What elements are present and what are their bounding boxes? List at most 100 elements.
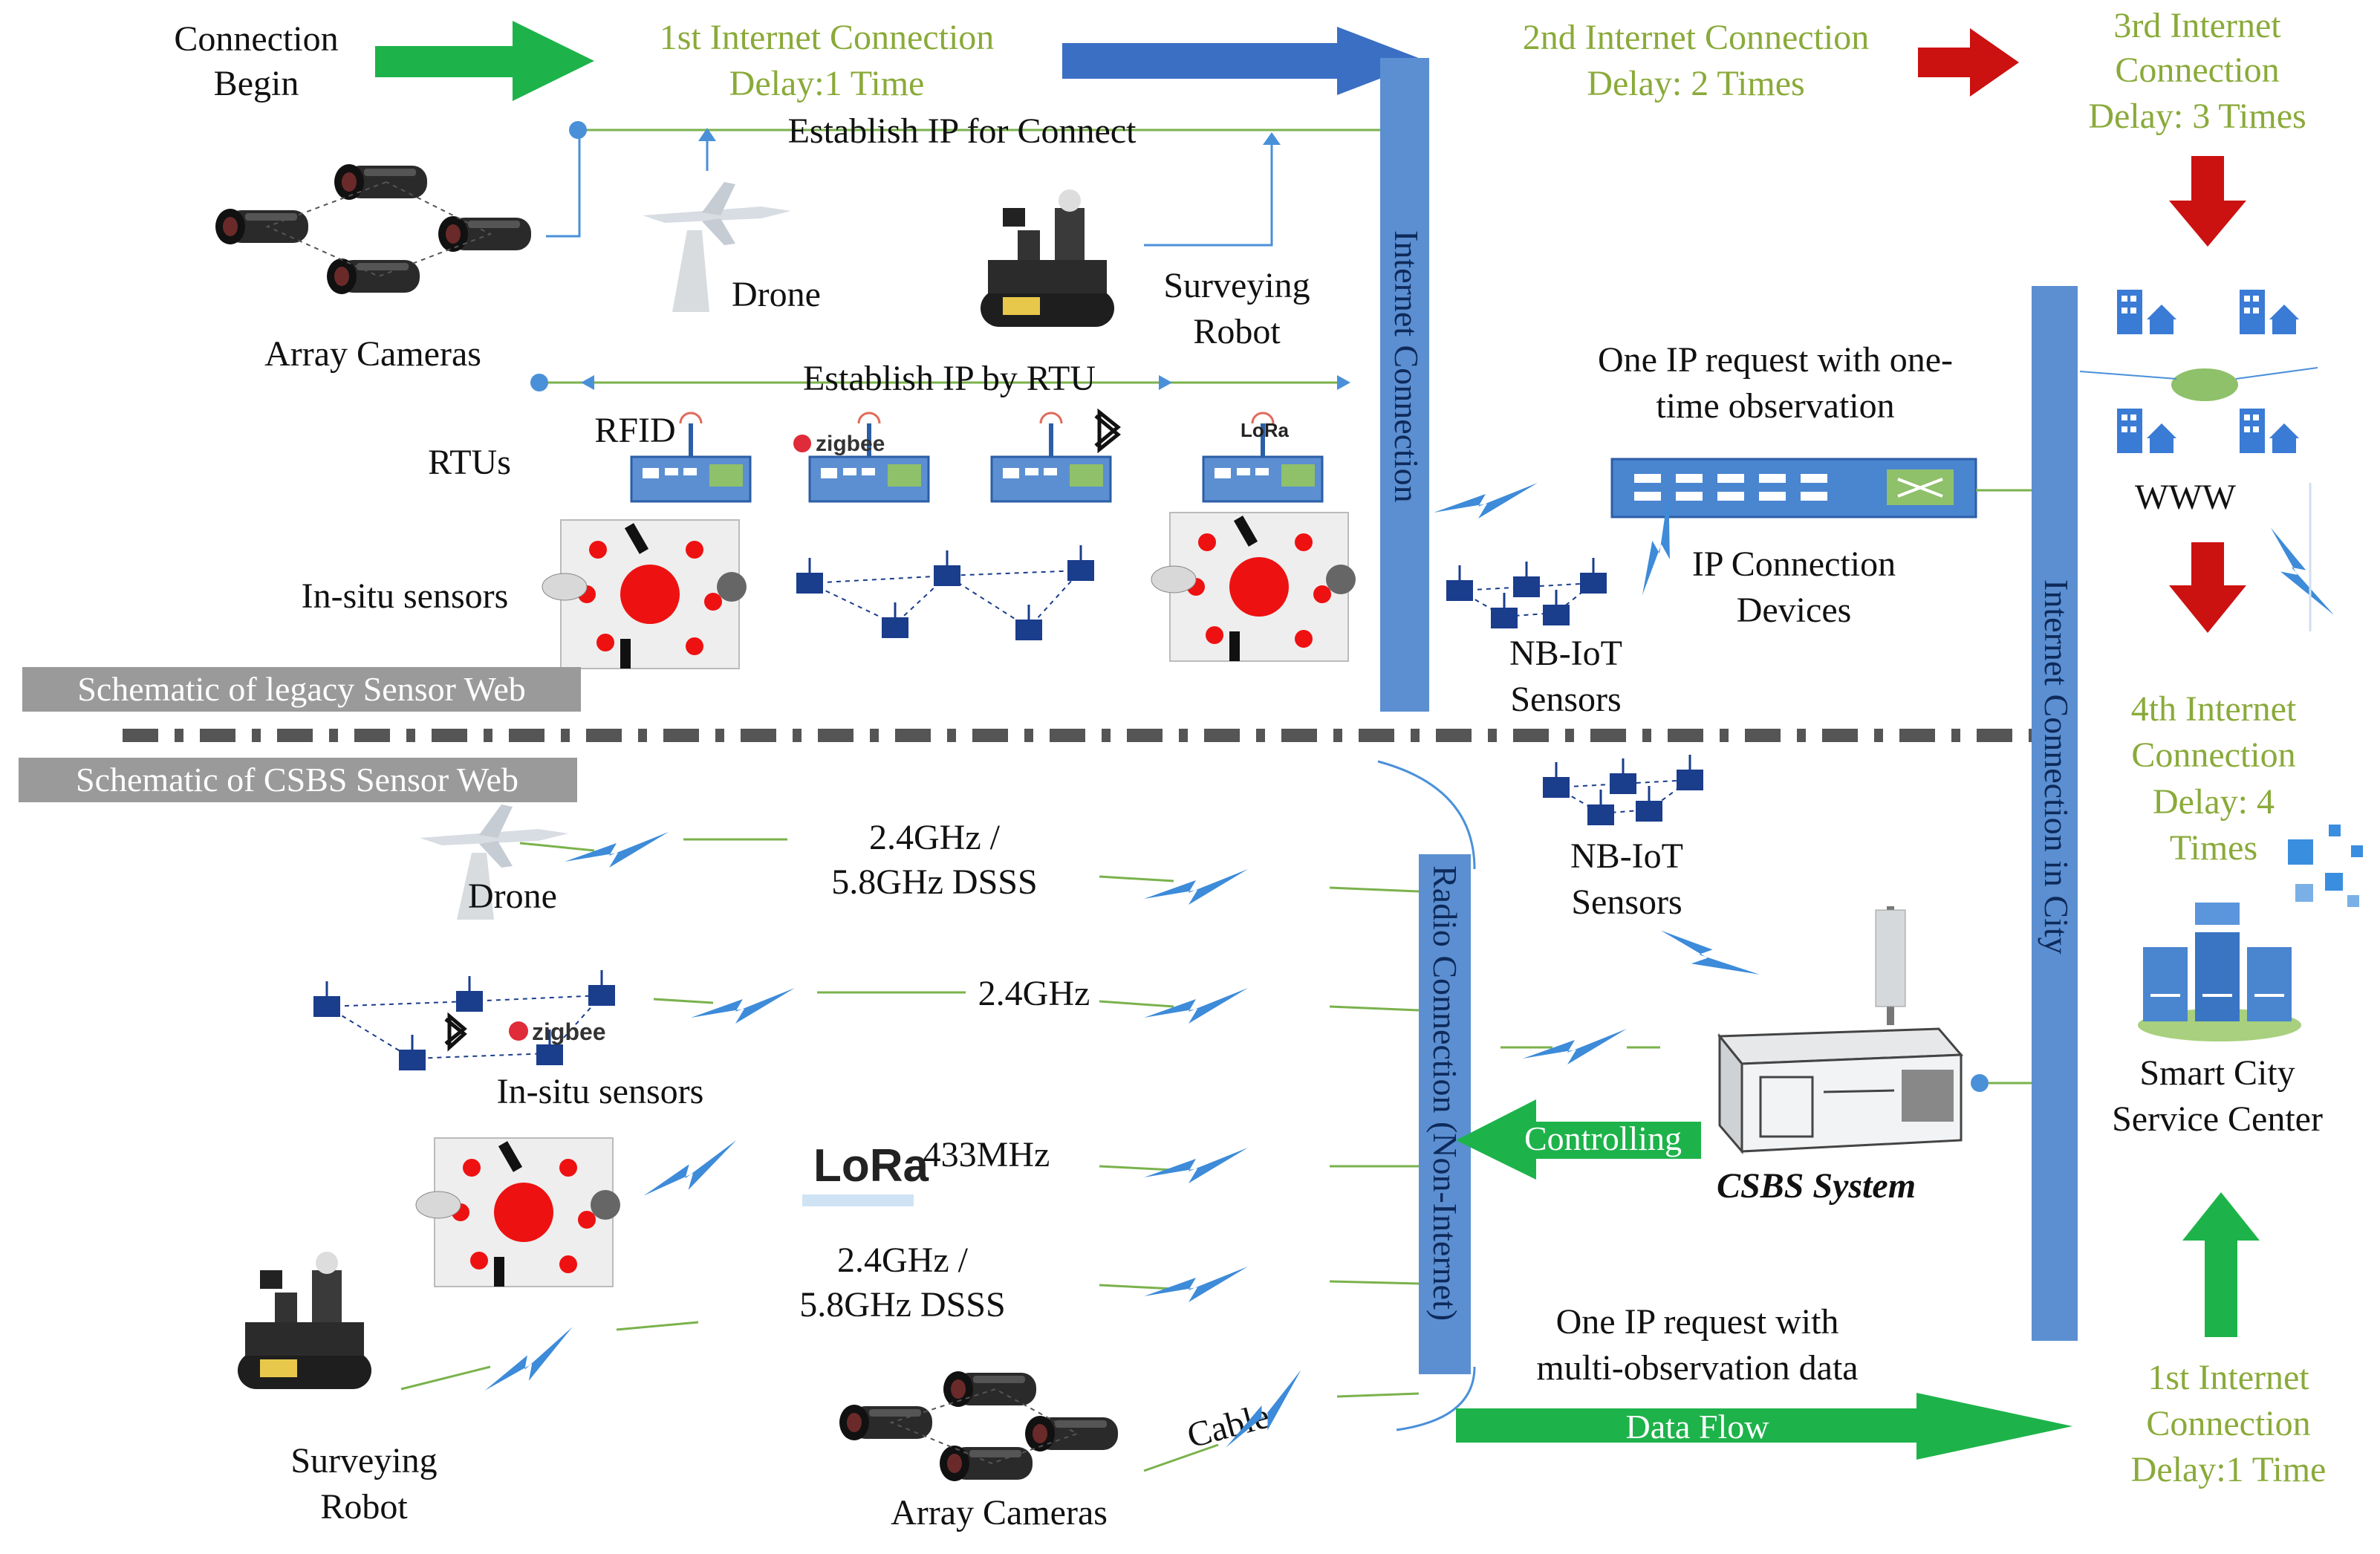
nbiot-sensor-network	[1541, 753, 1705, 827]
dsss-2-label: 5.8GHz DSSS	[799, 1285, 1005, 1324]
array-cameras-icon	[215, 164, 531, 294]
insitu-sensors-label: In-situ sensors	[497, 1072, 704, 1111]
lora-logo: LoRa	[802, 1140, 929, 1206]
second-connection-label: 2nd Internet Connection	[1523, 18, 1870, 57]
surveying-robot-label: Surveying	[290, 1441, 437, 1480]
lightning-icon	[1144, 1267, 1248, 1302]
legacy-banner	[22, 667, 581, 712]
fourth-connection-delay: Times	[2170, 828, 2257, 868]
rtu-icon	[810, 413, 929, 501]
green-arrow-up	[2182, 1192, 2260, 1337]
ip-connection-devices-label: IP Connection	[1692, 544, 1896, 584]
mhz433-label: 433MHz	[923, 1135, 1050, 1174]
surveying-robot-label: Robot	[320, 1487, 408, 1527]
radio-connection-label: Radio Connection (Non-Internet)	[1426, 865, 1464, 1321]
wireless-node-network	[795, 544, 1096, 642]
nbiot-sensors-label: Sensors	[1571, 882, 1682, 922]
sensor-cluster-icon	[1151, 512, 1356, 662]
ghz24-label: 2.4GHz	[978, 974, 1090, 1013]
data-flow-arrow	[1456, 1393, 2072, 1460]
www-label: WWW	[2135, 478, 2237, 517]
drone-icon	[420, 804, 568, 920]
internet-connection-label: Internet Connection	[1388, 230, 1425, 503]
lightning-icon	[1144, 869, 1248, 905]
internet-city-label: Internet Connection in City	[2038, 579, 2075, 955]
smart-city-label: Smart City	[2139, 1053, 2295, 1093]
connection-begin-label: Begin	[214, 64, 299, 103]
svg-text:zigbee: zigbee	[532, 1018, 606, 1045]
third-connection-delay: Delay: 3 Times	[2088, 97, 2306, 136]
legacy-sensor-web-label: Schematic of legacy Sensor Web	[77, 670, 525, 708]
fourth-connection-label: 4th Internet	[2131, 689, 2297, 729]
radio-connection-bar	[1419, 854, 1471, 1374]
red-arrow-down-2	[2169, 542, 2246, 633]
ip-connection-device-icon	[1610, 458, 1977, 518]
controlling-arrow	[1456, 1099, 1701, 1180]
first-connection-delay: Delay:1 Time	[729, 64, 925, 103]
lightning-icon	[2265, 517, 2335, 628]
connection-begin-label: Connection	[174, 19, 338, 59]
ip-connection-devices-label: Devices	[1737, 591, 1852, 630]
rtus-label: RTUs	[428, 443, 511, 482]
dsss-2-label: 2.4GHz /	[837, 1241, 969, 1280]
lightning-icon	[474, 1327, 585, 1397]
surveying-robot-icon	[981, 189, 1114, 327]
nbiot-sensors-label: NB-IoT	[1509, 634, 1622, 673]
establish-ip-connect-label: Establish IP for Connect	[788, 111, 1137, 151]
red-arrow-right	[1918, 28, 2019, 97]
csbs-banner	[19, 758, 577, 802]
one-ip-request-label: time observation	[1656, 386, 1894, 426]
first-connection-bottom-delay: Delay:1 Time	[2131, 1450, 2327, 1489]
drone-icon	[643, 182, 791, 312]
sensor-cluster-icon	[542, 519, 747, 669]
www-icon	[2079, 290, 2318, 453]
array-cameras-label: Array Cameras	[264, 334, 481, 374]
csbs-system-label: CSBS System	[1717, 1166, 1916, 1206]
surveying-robot-label: Surveying	[1163, 266, 1310, 305]
insitu-sensors-label: In-situ sensors	[302, 576, 509, 616]
smart-city-label: Service Center	[2112, 1099, 2323, 1139]
establish-ip-rtu-label: Establish IP by RTU	[803, 359, 1096, 398]
cable-label: Cable	[1183, 1397, 1274, 1456]
nbiot-sensors-label: Sensors	[1510, 680, 1621, 719]
internet-connection-bar	[1380, 58, 1429, 712]
surveying-robot-icon	[238, 1252, 371, 1389]
nbiot-sensors-label: NB-IoT	[1570, 836, 1683, 876]
red-arrow-down-1	[2169, 156, 2246, 247]
wireless-node-network	[312, 969, 617, 1072]
nbiot-sensor-network	[1445, 556, 1608, 630]
bluetooth-icon	[444, 1012, 467, 1052]
zigbee-logo: zigbee	[509, 1018, 606, 1045]
lightning-icon	[1434, 483, 1538, 518]
green-arrow-begin	[375, 21, 594, 101]
pixel-decoration	[2288, 825, 2363, 907]
line-endpoint-dot	[569, 121, 587, 139]
array-cameras-label: Array Cameras	[891, 1493, 1108, 1532]
first-connection-bottom-label: Connection	[2146, 1404, 2310, 1443]
internet-city-bar	[2032, 286, 2078, 1341]
rfid-label: RFID	[594, 411, 675, 450]
one-ip-request-label: One IP request with one-	[1598, 340, 1953, 380]
controlling-label: Controlling	[1524, 1119, 1682, 1157]
data-flow-label: Data Flow	[1626, 1408, 1770, 1446]
second-connection-delay: Delay: 2 Times	[1587, 64, 1804, 103]
svg-text:zigbee: zigbee	[816, 432, 885, 456]
bluetooth-icon	[1094, 408, 1121, 454]
lightning-icon	[1144, 1148, 1248, 1183]
surveying-robot-label: Robot	[1193, 312, 1281, 351]
dsss-1-label: 2.4GHz /	[869, 818, 1001, 857]
first-connection-bottom-label: 1st Internet	[2147, 1358, 2309, 1397]
first-connection-label: 1st Internet Connection	[660, 18, 995, 57]
one-ip-multi-label: multi-observation data	[1536, 1348, 1858, 1388]
blue-arrow-top	[1062, 27, 1426, 95]
zigbee-logo: zigbee	[793, 432, 885, 456]
csbs-sensor-web-label: Schematic of CSBS Sensor Web	[76, 761, 518, 799]
csbs-system-icon	[1717, 906, 1964, 1155]
dsss-1-label: 5.8GHz DSSS	[831, 862, 1037, 902]
array-cameras-icon	[839, 1371, 1118, 1481]
fourth-connection-delay: Delay: 4	[2153, 782, 2275, 822]
lightning-icon	[691, 988, 795, 1024]
sensor-cluster-icon	[415, 1137, 621, 1287]
smart-city-server-icon	[2138, 903, 2301, 1041]
svg-text:LoRa: LoRa	[813, 1140, 929, 1191]
